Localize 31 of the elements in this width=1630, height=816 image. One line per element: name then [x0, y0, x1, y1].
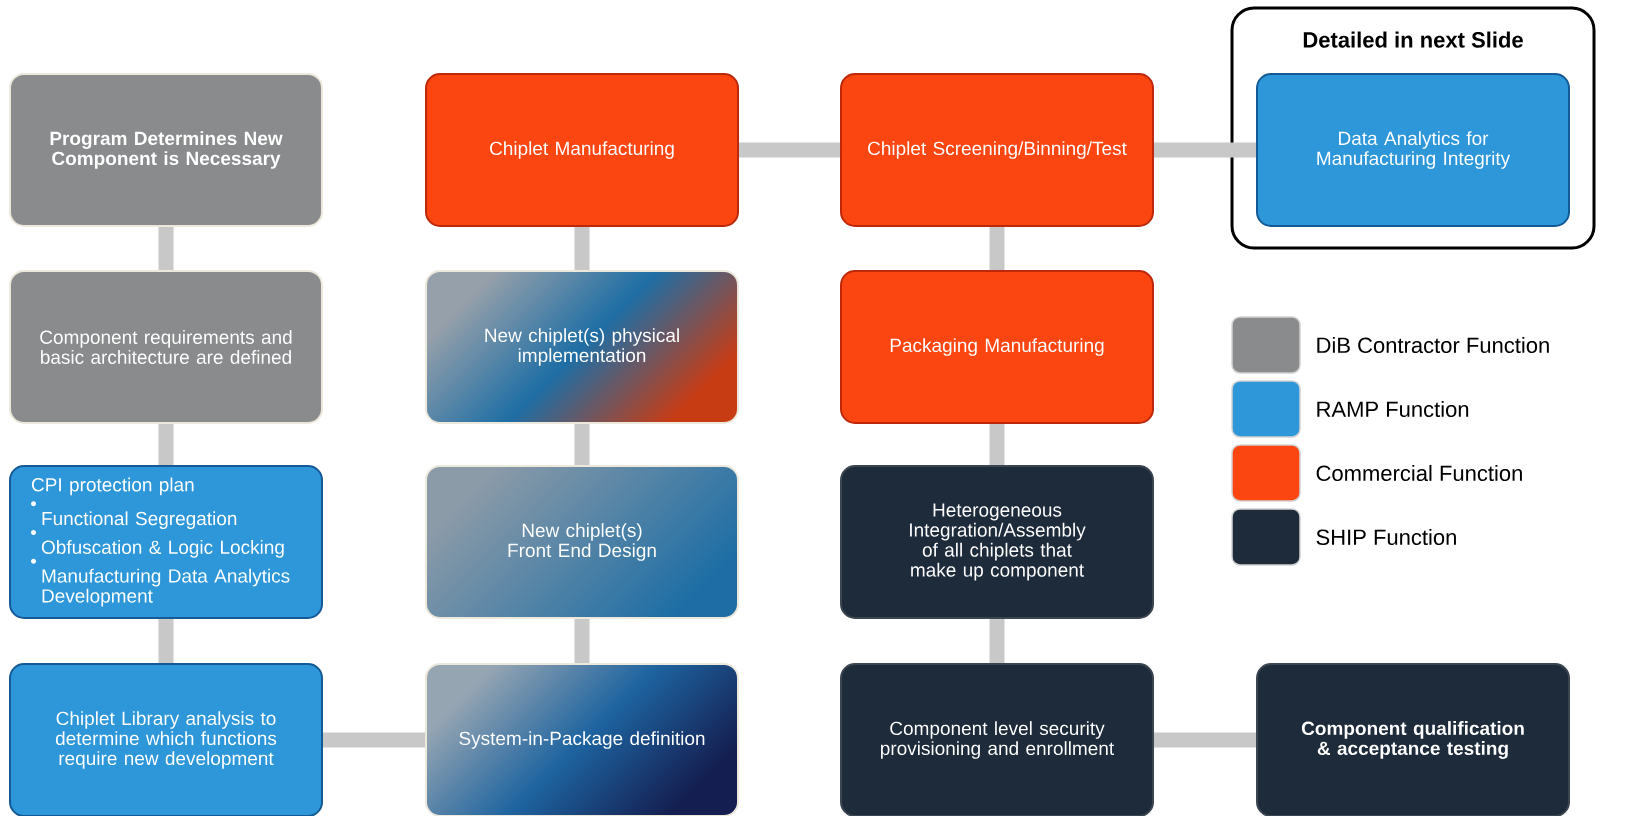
legend-label: SHIP Function	[1316, 528, 1456, 546]
connector	[158, 424, 174, 465]
process-box: Chiplet Screening/Binning/Test	[840, 73, 1154, 227]
connector	[574, 619, 590, 663]
connector	[574, 424, 590, 465]
legend-label: Commercial Function	[1316, 464, 1522, 482]
process-box: Component requirements and basic architecture are defined	[9, 270, 323, 424]
connector	[739, 142, 840, 158]
process-box: Component level security provisioning and enrollment	[840, 663, 1154, 816]
connector	[158, 619, 174, 663]
process-box: CPI protection plan Functional Segregation Obfuscation & Logic Locking Manufacturing Data Analytics Development	[9, 465, 323, 619]
legend-label: DiB Contractor Function	[1317, 336, 1549, 354]
process-box: Chiplet Manufacturing	[425, 73, 739, 227]
process-box: Packaging Manufacturing	[840, 270, 1154, 424]
connector	[989, 619, 1005, 663]
process-box: Chiplet Library analysis to determine which functions require new development	[9, 663, 323, 816]
connector	[158, 227, 174, 270]
process-box: Data Analytics for Manufacturing Integrity	[1256, 73, 1570, 227]
connector	[1154, 142, 1256, 158]
process-box: Heterogeneous Integration/Assembly of all chiplets that make up component	[840, 465, 1154, 619]
process-box: System-in-Package definition	[425, 663, 739, 816]
process-box: Component qualification & acceptance testing	[1256, 663, 1570, 816]
connector	[574, 227, 590, 270]
connector	[989, 227, 1005, 270]
legend-label: RAMP Function	[1317, 400, 1469, 418]
connector	[323, 732, 425, 748]
process-box: New chiplet(s) physical implementation	[425, 270, 739, 424]
process-box: New chiplet(s) Front End Design	[425, 465, 739, 619]
connector	[989, 424, 1005, 465]
connector	[1154, 732, 1256, 748]
process-box: Program Determines New Component is Necessary	[9, 73, 323, 227]
